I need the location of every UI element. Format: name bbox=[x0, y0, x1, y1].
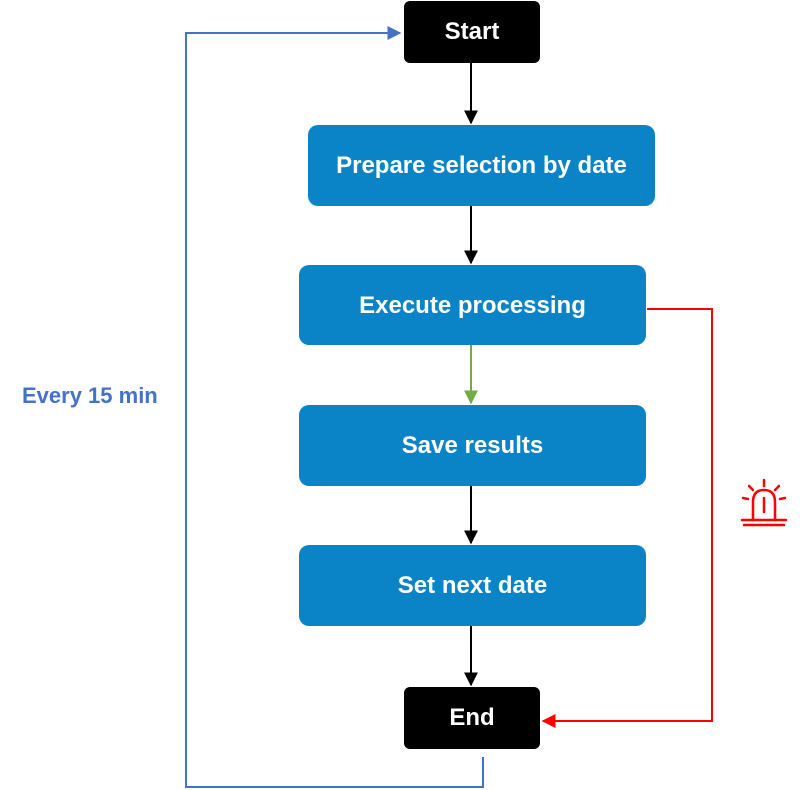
loop-back-arrow bbox=[185, 26, 484, 788]
error-path-arrow bbox=[541, 308, 713, 728]
start-node: Start bbox=[404, 1, 540, 63]
set-next-date-node: Set next date bbox=[299, 545, 646, 626]
execute-processing-node: Execute processing bbox=[299, 265, 646, 345]
prepare-selection-node: Prepare selection by date bbox=[308, 125, 655, 206]
end-node: End bbox=[404, 687, 540, 749]
loop-interval-label: Every 15 min bbox=[22, 383, 158, 408]
save-results-node: Save results bbox=[299, 405, 646, 486]
siren-icon bbox=[740, 478, 788, 527]
